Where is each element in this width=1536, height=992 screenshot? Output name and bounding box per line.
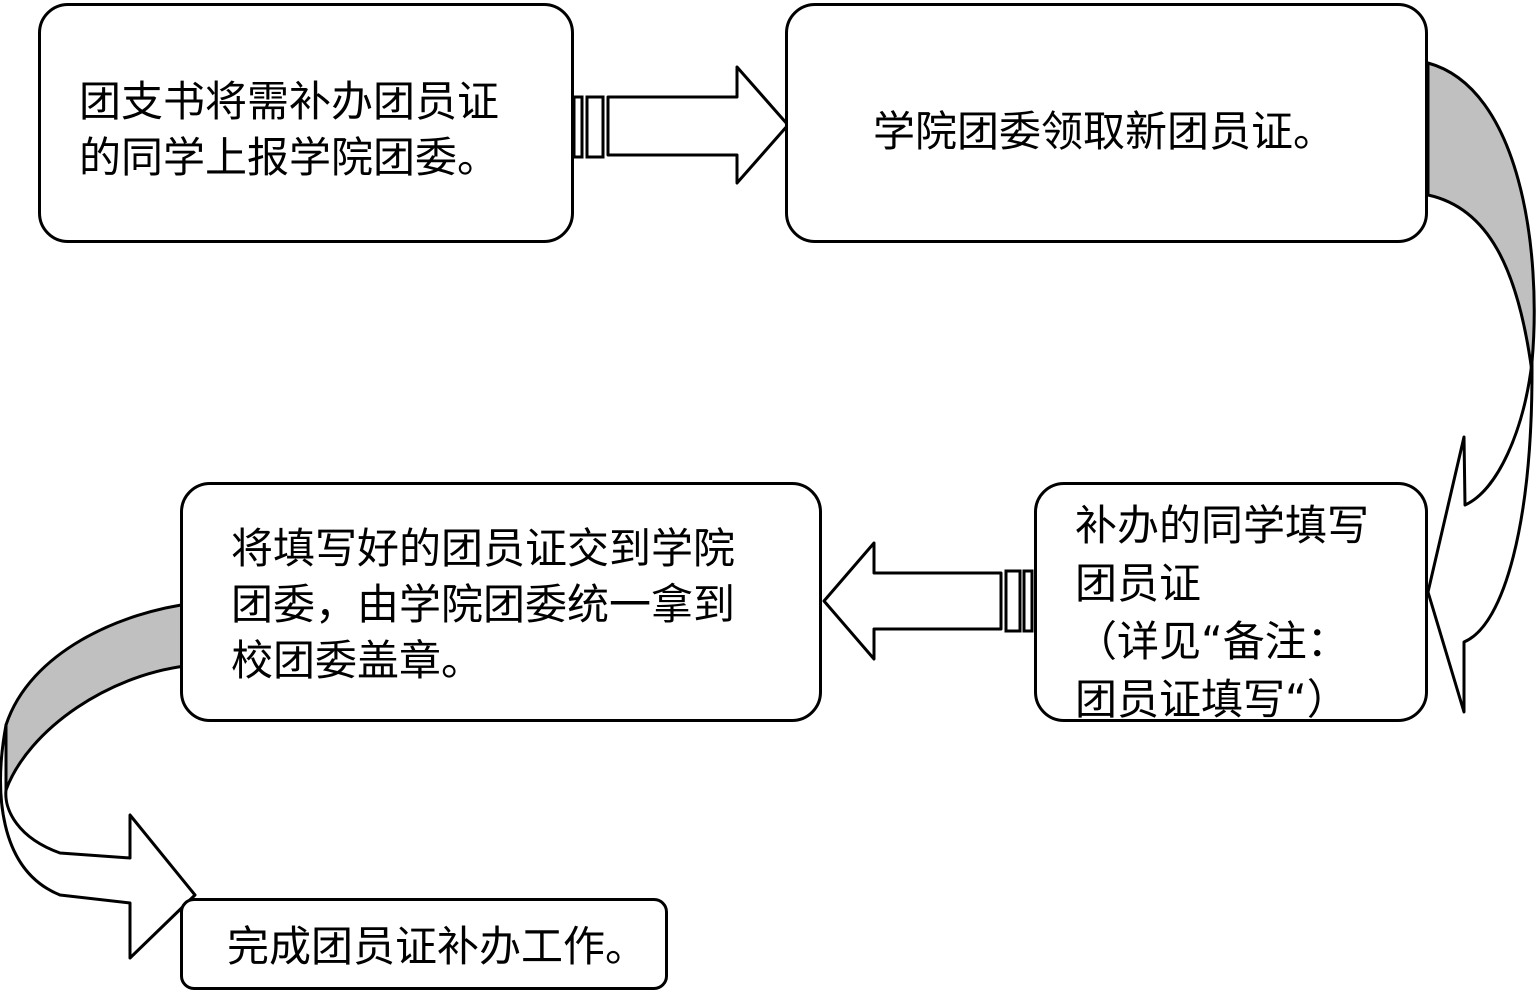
- curved-arrow-step4-to-step5: [0, 601, 197, 960]
- step-box-collect-new-cards: 学院团委领取新团员证。: [785, 3, 1428, 243]
- step-text: 团支书将需补办团员证: [79, 77, 500, 126]
- arrow-tail-stripe: [1004, 569, 1022, 633]
- step-text: （详见“备注：: [1075, 617, 1349, 666]
- step-text: 完成团员证补办工作。: [227, 922, 648, 971]
- curved-arrow-band: [4, 601, 197, 792]
- step-box-students-fill-cards: 补办的同学填写 团员证 （详见“备注： 团员证填写“）: [1034, 482, 1428, 724]
- step-box-complete: 完成团员证补办工作。: [180, 898, 668, 990]
- arrow-tail-stripe: [585, 95, 605, 159]
- arrow-step3-to-step4: [822, 541, 1034, 661]
- curved-arrow-body: [0, 723, 197, 960]
- step-text: 将填写好的团员证交到学院: [231, 524, 736, 573]
- arrow-shape: [822, 541, 1003, 661]
- step-text: 补办的同学填写: [1075, 501, 1370, 550]
- curved-arrow-step2-to-step3: [1426, 61, 1536, 714]
- curved-arrow-body: [1426, 360, 1534, 714]
- arrow-tail-stripe: [572, 95, 584, 159]
- curved-arrow-band: [1426, 61, 1536, 374]
- step-text: 团委，由学院团委统一拿到: [231, 580, 736, 629]
- step-text: 校团委盖章。: [231, 636, 484, 685]
- step-text: 学院团委领取新团员证。: [873, 107, 1336, 156]
- step-text: 的同学上报学院团委。: [79, 133, 500, 182]
- step-text: 团员证填写“）: [1075, 675, 1349, 724]
- step-box-report-students: 团支书将需补办团员证 的同学上报学院团委。: [38, 3, 574, 243]
- arrow-step1-to-step2: [572, 65, 790, 185]
- step-box-submit-for-stamp: 将填写好的团员证交到学院 团委，由学院团委统一拿到 校团委盖章。: [180, 482, 822, 722]
- arrow-shape: [606, 65, 790, 185]
- arrow-tail-stripe: [1022, 569, 1034, 633]
- step-text: 团员证: [1075, 559, 1202, 608]
